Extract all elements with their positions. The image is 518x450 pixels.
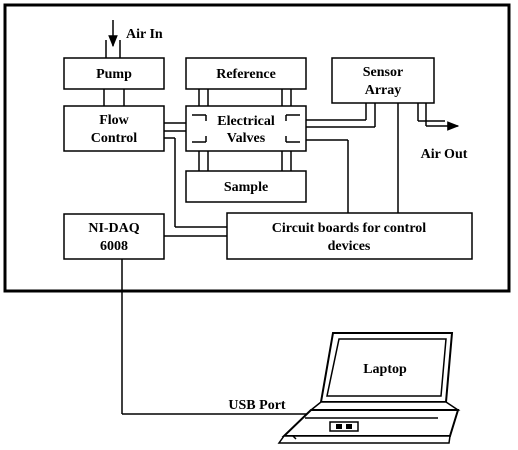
air-out-arrow xyxy=(417,103,460,131)
valve-symbols xyxy=(192,114,300,143)
laptop-icon xyxy=(277,332,461,444)
pump-box xyxy=(63,57,165,90)
sample-label: Sample xyxy=(224,180,268,195)
reference-box xyxy=(185,57,307,90)
air-in-arrow xyxy=(105,20,121,58)
usb-port-label: USB Port xyxy=(228,398,286,413)
flow-control-label-2: Control xyxy=(91,131,138,146)
flow-control-label-1: Flow xyxy=(99,113,129,128)
system-enclosure xyxy=(3,3,511,293)
ni-daq-box xyxy=(63,213,165,260)
flow-control-box xyxy=(63,105,165,152)
sensor-array-label-1: Sensor xyxy=(363,65,403,80)
air-in-label: Air In xyxy=(126,27,163,42)
air-out-label: Air Out xyxy=(421,147,468,162)
ni-daq-label-2: 6008 xyxy=(100,239,128,254)
control-wires xyxy=(164,103,399,237)
electrical-valves-label-1: Electrical xyxy=(217,114,275,129)
electrical-valves-label-2: Valves xyxy=(227,131,266,146)
circuit-boards-label-2: devices xyxy=(328,239,371,254)
circuit-boards-label-1: Circuit boards for control xyxy=(272,221,426,236)
reference-label: Reference xyxy=(216,67,276,82)
ni-daq-label-1: NI-DAQ xyxy=(88,221,139,236)
laptop-label: Laptop xyxy=(363,362,407,377)
circuit-boards-box xyxy=(226,212,473,260)
sample-box xyxy=(185,170,307,203)
usb-cable xyxy=(121,259,317,415)
sensor-array-label-2: Array xyxy=(365,83,402,98)
sensor-array-box xyxy=(331,57,435,104)
pump-label: Pump xyxy=(96,67,132,82)
electrical-valves-box xyxy=(185,105,307,152)
